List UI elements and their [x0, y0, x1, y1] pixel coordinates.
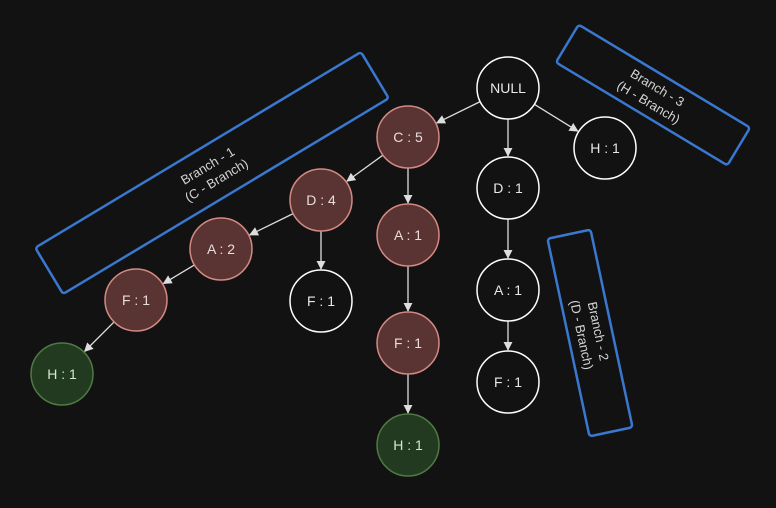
edge-null-to-c5	[435, 101, 481, 124]
node-label: D : 4	[306, 192, 336, 208]
node-circle	[476, 156, 540, 220]
node-circle	[30, 342, 94, 406]
node-circle	[376, 203, 440, 267]
node-label: A : 1	[394, 227, 422, 243]
node-circle	[476, 56, 540, 120]
node-c5: C : 5	[376, 105, 440, 169]
node-f1-mid: F : 1	[289, 269, 353, 333]
node-label: F : 1	[394, 335, 422, 351]
node-circle	[189, 217, 253, 281]
node-d1: D : 1	[476, 156, 540, 220]
node-h1-right: H : 1	[573, 116, 637, 180]
node-label: H : 1	[47, 366, 77, 382]
node-circle	[289, 168, 353, 232]
nodes: NULL C : 5 D : 4 A : 2 F : 1 H : 1 F : 1 A : 1 F…	[30, 56, 637, 477]
node-label: H : 1	[393, 437, 423, 453]
node-label: C : 5	[393, 129, 423, 145]
node-circle	[289, 269, 353, 333]
edge-f1_left-to-h1_left	[83, 321, 115, 353]
node-label: H : 1	[590, 140, 620, 156]
node-label: D : 1	[493, 180, 523, 196]
node-label: A : 2	[207, 241, 235, 257]
node-label: F : 1	[494, 374, 522, 390]
node-circle	[476, 258, 540, 322]
edge-c5-to-d4	[346, 154, 384, 182]
node-circle	[573, 116, 637, 180]
node-label: F : 1	[122, 292, 150, 308]
node-label: A : 1	[494, 282, 522, 298]
node-circle	[476, 350, 540, 414]
node-h1-bottom: H : 1	[376, 413, 440, 477]
node-a1-right: A : 1	[476, 258, 540, 322]
node-circle	[376, 105, 440, 169]
node-f1-right: F : 1	[476, 350, 540, 414]
branch-box-1-frame	[35, 51, 389, 295]
node-a1-mid: A : 1	[376, 203, 440, 267]
node-a2: A : 2	[189, 217, 253, 281]
node-circle	[376, 413, 440, 477]
node-circle	[104, 268, 168, 332]
node-label: NULL	[490, 80, 526, 96]
node-circle	[376, 311, 440, 375]
node-d4: D : 4	[289, 168, 353, 232]
node-f1-c: F : 1	[376, 311, 440, 375]
node-h1-left: H : 1	[30, 342, 94, 406]
branch-box-2-frame	[546, 228, 634, 438]
branch-box-2: Branch - 2 (D - Branch)	[546, 228, 634, 438]
edge-d4-to-a2	[248, 213, 294, 236]
edge-a2-to-f1_left	[162, 264, 195, 285]
node-f1-left: F : 1	[104, 268, 168, 332]
edge-null-to-h1_right	[534, 103, 579, 132]
node-null: NULL	[476, 56, 540, 120]
branch-box-3-frame	[555, 24, 751, 166]
node-label: F : 1	[307, 293, 335, 309]
edges	[83, 101, 579, 414]
